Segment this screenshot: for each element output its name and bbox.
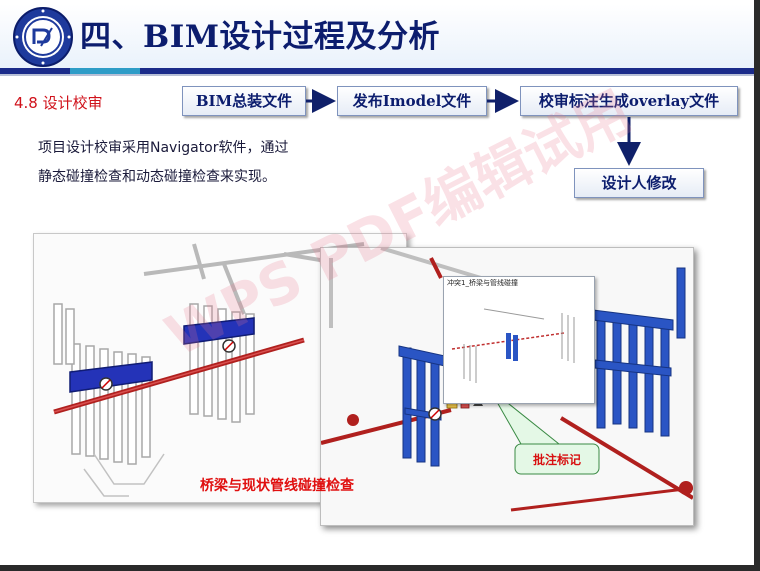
annotation-callout-label: 批注标记 bbox=[533, 452, 581, 467]
flow-step-review-overlay: 校审标注生成overlay文件 bbox=[520, 86, 738, 116]
header: 四、BIM设计过程及分析 bbox=[0, 0, 760, 76]
title-underline-accent bbox=[70, 68, 140, 74]
section-heading: 4.8 设计校审 bbox=[14, 94, 103, 112]
description-line-1: 项目设计校审采用Navigator软件，通过 bbox=[38, 140, 289, 156]
flow-step-bim-assembly: BIM总装文件 bbox=[182, 86, 306, 116]
university-logo-icon bbox=[13, 7, 73, 67]
title-underline-shadow bbox=[0, 74, 760, 76]
figure-caption: 桥梁与现状管线碰撞检查 bbox=[200, 478, 354, 494]
flow-step-designer-revise: 设计人修改 bbox=[574, 168, 704, 198]
inset-model-preview bbox=[444, 289, 594, 401]
description-line-2: 静态碰撞检查和动态碰撞检查来实现。 bbox=[38, 169, 276, 185]
title-underline bbox=[0, 68, 760, 74]
inset-view-title: 冲突1_桥梁与管线碰撞 bbox=[447, 279, 518, 287]
right-border bbox=[754, 0, 760, 571]
page-title: 四、BIM设计过程及分析 bbox=[80, 19, 441, 55]
description: 项目设计校审采用Navigator软件，通过 静态碰撞检查和动态碰撞检查来实现。 bbox=[38, 134, 289, 192]
inset-view-window: 冲突1_桥梁与管线碰撞 bbox=[443, 276, 595, 404]
flow-step-publish-imodel: 发布Imodel文件 bbox=[337, 86, 487, 116]
bottom-border bbox=[0, 565, 760, 571]
annotation-callout bbox=[514, 443, 600, 475]
